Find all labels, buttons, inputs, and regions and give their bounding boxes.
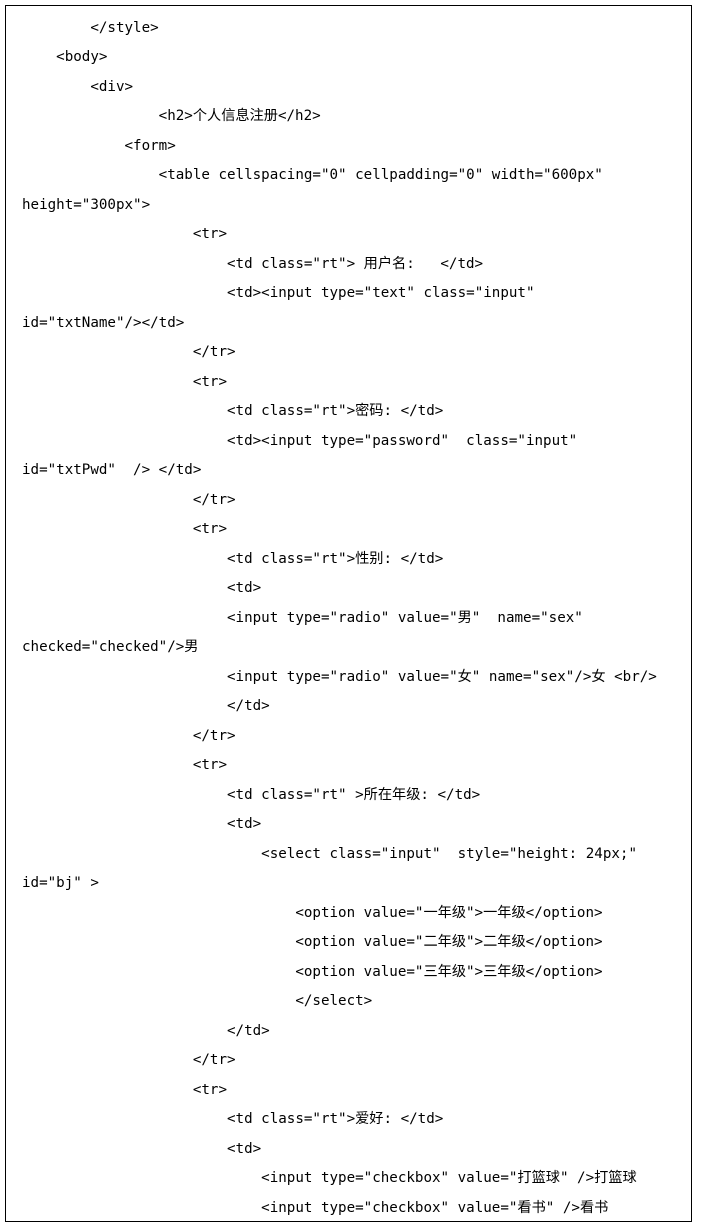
code-line: <td>: [22, 816, 262, 832]
code-line: <td>: [22, 580, 262, 596]
code-line: </tr>: [22, 728, 236, 744]
code-line: <table cellspacing="0" cellpadding="0" w…: [22, 167, 603, 183]
code-line: <h2>个人信息注册</h2>: [22, 108, 321, 124]
code-line: </td>: [22, 1023, 270, 1039]
code-line: <option value="一年级">一年级</option>: [22, 905, 603, 921]
code-line: <body>: [22, 49, 108, 65]
code-line: <td class="rt" >所在年级: </td>: [22, 787, 481, 803]
code-line: <td class="rt">性别: </td>: [22, 551, 444, 567]
code-line: <tr>: [22, 757, 227, 773]
code-line: <input type="checkbox" value="打篮球" />打篮球: [22, 1170, 637, 1186]
code-line: </tr>: [22, 1052, 236, 1068]
code-line: id="txtName"/></td>: [22, 315, 185, 331]
code-line: <form>: [22, 138, 176, 154]
code-line: id="txtPwd" /> </td>: [22, 462, 202, 478]
code-line: <td>: [22, 1141, 262, 1157]
code-line: checked="checked"/>男: [22, 639, 199, 655]
code-line: height="300px">: [22, 197, 151, 213]
code-line: <tr>: [22, 521, 227, 537]
code-line: <td class="rt">爱好: </td>: [22, 1111, 444, 1127]
code-line: <td><input type="password" class="input": [22, 433, 578, 449]
code-line: <td><input type="text" class="input": [22, 285, 535, 301]
code-line: <option value="三年级">三年级</option>: [22, 964, 603, 980]
code-line: </select>: [22, 993, 373, 1009]
code-line: id="bj" >: [22, 875, 99, 891]
code-listing: </style> <body> <div> <h2>个人信息注册</h2> <f…: [5, 5, 692, 1222]
code-line: <input type="radio" value="男" name="sex": [22, 610, 583, 626]
code-line: <tr>: [22, 374, 227, 390]
code-line: <td class="rt"> 用户名: </td>: [22, 256, 484, 272]
code-line: </tr>: [22, 344, 236, 360]
code-line: </style>: [22, 20, 159, 36]
code-line: <select class="input" style="height: 24p…: [22, 846, 637, 862]
code-line: <input type="checkbox" value="看书" />看书: [22, 1200, 609, 1216]
code-line: <option value="二年级">二年级</option>: [22, 934, 603, 950]
code-line: <div>: [22, 79, 134, 95]
code-line: <tr>: [22, 1082, 227, 1098]
code-line: <td class="rt">密码: </td>: [22, 403, 444, 419]
code-line: </tr>: [22, 492, 236, 508]
code-line: <tr>: [22, 226, 227, 242]
code-line: </td>: [22, 698, 270, 714]
code-line: <input type="radio" value="女" name="sex"…: [22, 669, 657, 685]
